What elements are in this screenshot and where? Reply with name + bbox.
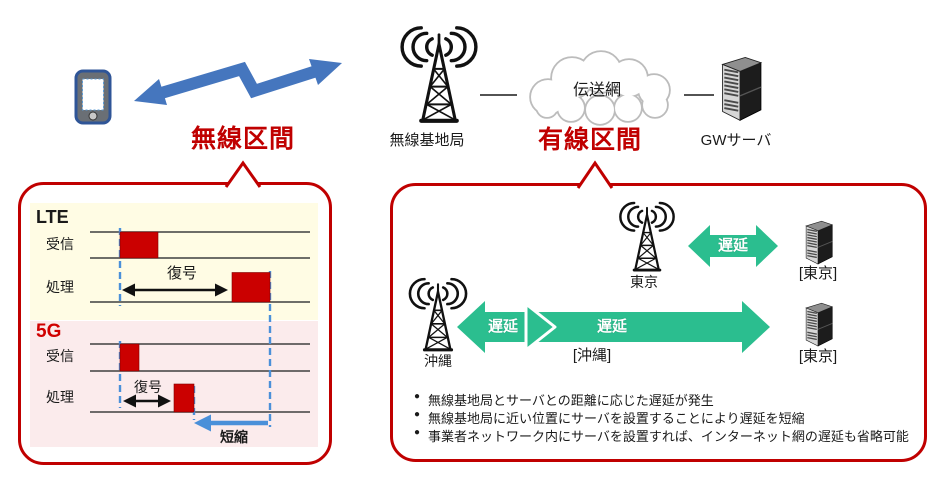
wireless-zigzag-arrow	[134, 59, 342, 105]
tokyo-server-label: [東京]	[798, 265, 838, 282]
shorten-arrow	[194, 414, 268, 432]
okinawa-remote-server-label: [東京]	[798, 348, 838, 365]
note-line: ● 無線基地局とサーバとの距離に応じた遅延が発生	[414, 390, 919, 409]
okinawa-delay-near-label: 遅延	[487, 318, 518, 335]
timing-panel-notch	[224, 160, 262, 190]
tokyo-station-label: 東京	[630, 274, 658, 290]
gw-server-icon	[721, 56, 762, 122]
bullet-icon: ●	[414, 427, 421, 438]
g5-process-bar	[173, 383, 195, 413]
delay-panel-notch	[576, 160, 614, 191]
g5-process-label: 処理	[46, 389, 74, 405]
note-line: ● 無線基地局に近い位置にサーバを設置することにより遅延を短縮	[414, 408, 919, 427]
tokyo-server-icon	[805, 220, 833, 265]
wired-section-label: 有線区間	[537, 126, 642, 154]
okinawa-station-label: 沖縄	[424, 353, 452, 369]
transport-network-label: 伝送網	[572, 82, 621, 99]
lte-process-bar	[231, 272, 271, 303]
note-text: 事業者ネットワーク内にサーバを設置すれば、インターネット網の遅延も省略可能	[428, 429, 909, 444]
lte-decode-arrow	[122, 283, 228, 297]
note-line: ● 事業者ネットワーク内にサーバを設置すれば、インターネット網の遅延も省略可能	[414, 426, 919, 445]
g5-receive-label: 受信	[46, 348, 74, 364]
lte-title: LTE	[36, 207, 69, 227]
base-station-icon	[402, 28, 476, 121]
okinawa-midpoint-arrowhead	[524, 302, 557, 352]
gw-server-label: GWサーバ	[700, 132, 772, 149]
transport-network-cloud-icon	[529, 50, 671, 126]
okinawa-delay-far-label: 遅延	[596, 318, 627, 335]
g5-title: 5G	[36, 321, 62, 342]
lte-receive-bar	[119, 231, 159, 259]
bullet-icon: ●	[414, 391, 421, 402]
lte-process-label: 処理	[46, 279, 74, 295]
note-text: 無線基地局とサーバとの距離に応じた遅延が発生	[428, 393, 714, 408]
lte-decode-label: 復号	[166, 265, 197, 282]
okinawa-delay-arrow	[457, 301, 770, 353]
okinawa-placement-label: [沖縄]	[572, 347, 612, 364]
bullet-icon: ●	[414, 409, 421, 420]
okinawa-remote-server-icon	[805, 302, 833, 347]
g5-decode-arrow	[123, 394, 171, 408]
lte-receive-label: 受信	[46, 236, 74, 252]
smartphone-icon	[74, 69, 112, 125]
base-station-label: 無線基地局	[389, 132, 465, 149]
shorten-label: 短縮	[220, 429, 248, 445]
wireless-section-label: 無線区間	[190, 125, 295, 153]
tokyo-delay-label: 遅延	[717, 237, 748, 254]
g5-receive-bar	[119, 343, 140, 372]
tokyo-delay-arrow	[688, 225, 778, 267]
note-text: 無線基地局に近い位置にサーバを設置することにより遅延を短縮	[428, 411, 805, 426]
g5-decode-label: 復号	[134, 379, 162, 395]
